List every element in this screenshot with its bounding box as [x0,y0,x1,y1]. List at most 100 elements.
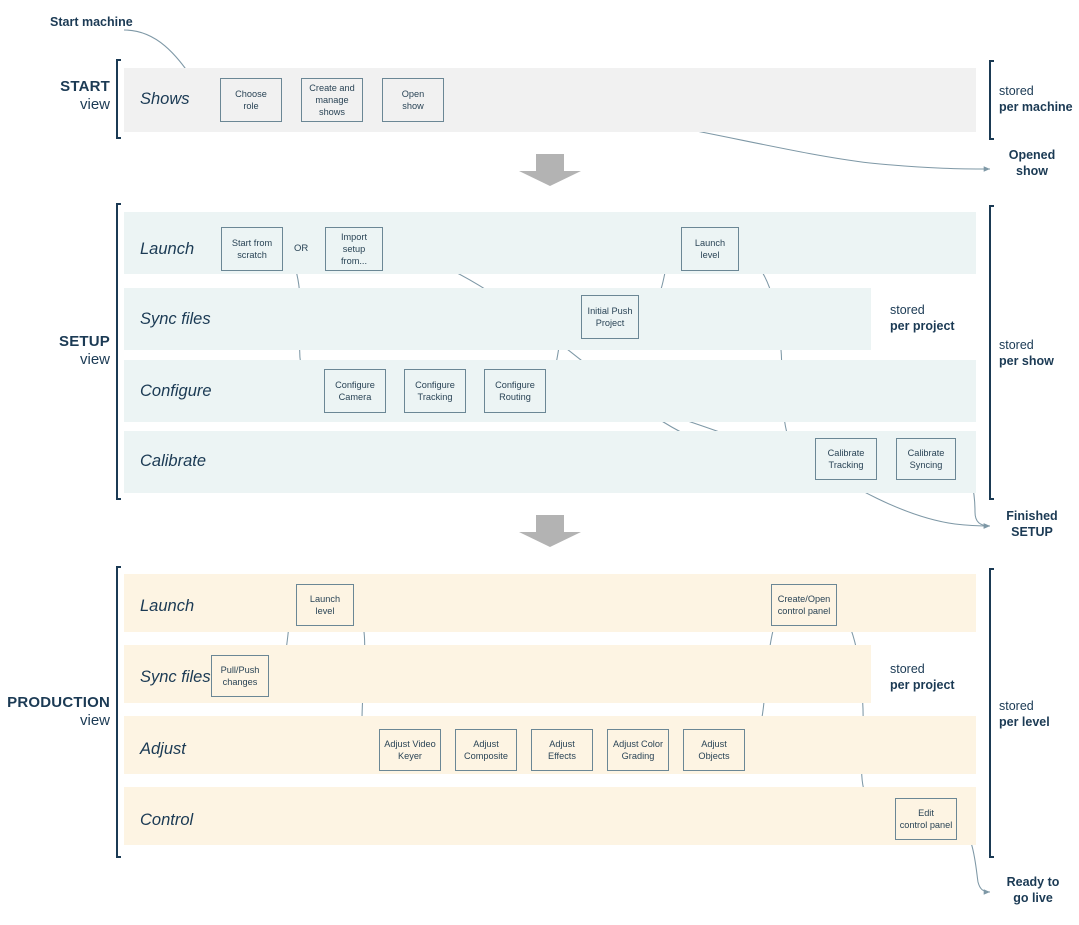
lane-production-control [124,787,976,845]
node-adjust-composite[interactable]: Adjust Composite [455,729,517,771]
link-importsetup-calibratetracking [382,249,816,462]
node-configure-camera-l1: Configure [335,379,375,390]
scope-note-start: stored per machine [999,83,1073,116]
bracket-production-scope [989,568,994,858]
node-setup-launch-level-l1: Launch [694,237,726,248]
lane-name-setup-calibrate: Calibrate [140,452,207,470]
node-import-setup-from-l1: Import setup [340,231,368,254]
scope-note-start-l2: per machine [999,100,1073,115]
setup-to-production-arrow [519,515,581,552]
node-adjust-objects[interactable]: Adjust Objects [683,729,745,771]
node-initial-push-project-l2: Project [595,318,625,328]
node-configure-tracking-l2: Tracking [417,392,453,402]
outcome-opened-show: Opened show [996,147,1068,180]
node-open-show[interactable]: Open show [382,78,444,122]
node-create-manage-shows-l3: shows [318,107,346,118]
node-adjust-objects-l2: Objects [698,751,730,761]
entry-start-machine-label: Start machine [50,14,133,30]
node-start-from-scratch[interactable]: Start from scratch [221,227,283,271]
node-open-show-l1: Open [401,88,425,99]
node-initial-push-project[interactable]: Initial Push Project [581,295,639,339]
node-create-open-control-panel-l2: control panel [777,606,831,616]
lane-name-production-adjust: Adjust [140,740,186,758]
node-production-launch-level-l2: level [315,606,335,616]
node-calibrate-tracking-l2: Tracking [828,460,864,470]
node-import-setup-from[interactable]: Import setup from... [325,227,383,271]
outcome-opened-show-l2: show [1016,164,1048,179]
node-open-show-l2: show [402,101,424,111]
view-label-setup: SETUP view [10,333,110,370]
view-label-setup-bottom: view [79,351,110,369]
node-calibrate-syncing[interactable]: Calibrate Syncing [896,438,956,480]
node-adjust-effects[interactable]: Adjust Effects [531,729,593,771]
node-edit-control-panel[interactable]: Edit control panel [895,798,957,840]
node-calibrate-tracking[interactable]: Calibrate Tracking [815,438,877,480]
scope-note-production-project-l2: per project [890,678,955,693]
node-setup-launch-level[interactable]: Launch level [681,227,739,271]
outcome-ready-to-go-live-l1: Ready to [1006,875,1060,889]
node-initial-push-project-l1: Initial Push [587,305,633,316]
node-adjust-video-keyer[interactable]: Adjust Video Keyer [379,729,441,771]
scope-note-production-level-l2: per level [999,715,1050,730]
node-edit-control-panel-l2: control panel [899,820,953,830]
bracket-start [116,59,121,139]
node-adjust-color-grading[interactable]: Adjust Color Grading [607,729,669,771]
node-setup-launch-level-l2: level [700,250,720,260]
node-start-from-scratch-l1: Start from [231,237,273,248]
link-launchlevel-calibrate [739,251,807,461]
node-adjust-color-grading-l2: Grading [621,751,655,761]
bracket-start-scope [989,60,994,140]
node-create-manage-shows-l1: Create and [309,82,355,93]
node-import-setup-from-l2: from... [340,256,368,267]
scope-note-setup-show-l1: stored [999,338,1034,352]
outcome-finished-setup: Finished SETUP [994,508,1070,541]
node-pull-push-changes[interactable]: Pull/Push changes [211,655,269,697]
node-adjust-composite-l2: Composite [464,751,508,761]
scope-note-production-level: stored per level [999,698,1050,731]
node-calibrate-tracking-l1: Calibrate [827,447,865,458]
node-configure-tracking-l1: Configure [415,379,455,390]
scope-note-setup-show-l2: per show [999,354,1054,369]
node-production-launch-level-l1: Launch [309,593,341,604]
view-label-production-bottom: view [79,712,110,730]
lane-name-production-launch: Launch [140,597,195,615]
lane-name-setup-syncfiles: Sync files [140,310,211,328]
lane-name-production-syncfiles: Sync files [140,668,211,686]
outcome-opened-show-l1: Opened [1008,148,1056,162]
node-create-manage-shows[interactable]: Create and manage shows [301,78,363,122]
lane-name-shows: Shows [140,90,190,108]
node-configure-routing-l1: Configure [495,379,535,390]
lane-setup-configure [124,360,976,422]
node-configure-camera[interactable]: Configure Camera [324,369,386,413]
outcome-finished-setup-l2: SETUP [1011,525,1053,540]
node-choose-role[interactable]: Choose role [220,78,282,122]
scope-note-production-project: stored per project [890,661,955,694]
node-adjust-video-keyer-l2: Keyer [397,751,422,761]
node-configure-tracking[interactable]: Configure Tracking [404,369,466,413]
scope-note-production-project-l1: stored [890,662,925,676]
scope-note-setup-project-l2: per project [890,319,955,334]
node-configure-routing[interactable]: Configure Routing [484,369,546,413]
lane-name-setup-launch: Launch [140,240,195,258]
or-label-setup: OR [294,243,309,254]
node-production-launch-level[interactable]: Launch level [296,584,354,626]
scope-note-setup-show: stored per show [999,337,1054,370]
node-calibrate-syncing-l1: Calibrate [907,447,945,458]
outcome-finished-setup-l1: Finished [1006,509,1058,523]
scope-note-production-level-l1: stored [999,699,1034,713]
node-pull-push-changes-l1: Pull/Push [220,664,260,675]
node-adjust-objects-l1: Adjust [701,738,727,749]
node-adjust-color-grading-l1: Adjust Color [612,738,664,749]
node-pull-push-changes-l2: changes [222,677,258,687]
entry-label-line2: machine [81,15,133,29]
entry-label-line1: Start [50,15,79,29]
view-label-production-top: PRODUCTION [7,694,110,711]
bracket-production [116,566,121,858]
node-create-open-control-panel[interactable]: Create/Open control panel [771,584,837,626]
lane-name-setup-configure: Configure [140,382,212,400]
start-to-setup-arrow [519,154,581,191]
node-calibrate-syncing-l2: Syncing [909,460,943,470]
scope-note-setup-project: stored per project [890,302,955,335]
node-edit-control-panel-l1: Edit [918,807,934,818]
